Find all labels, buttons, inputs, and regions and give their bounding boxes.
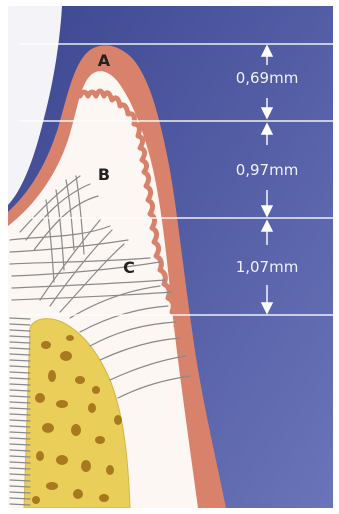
- bone-pore: [32, 496, 40, 504]
- region-label-c: C: [123, 258, 135, 277]
- bone-pore: [99, 494, 109, 502]
- bone-pore: [60, 351, 72, 361]
- bone-pore: [92, 386, 100, 394]
- bone-pore: [95, 436, 105, 444]
- bone-pore: [71, 424, 81, 436]
- measurement-label-2: 0,97mm: [236, 161, 299, 179]
- bone-pore: [106, 465, 114, 475]
- bone-pore: [46, 482, 58, 490]
- bone-pore: [88, 403, 96, 413]
- bone-pore: [114, 415, 122, 425]
- bone-pore: [73, 489, 83, 499]
- bone-pore: [41, 341, 51, 349]
- bone-pore: [56, 455, 68, 465]
- bone-pore: [35, 393, 45, 403]
- bone-pore: [66, 335, 74, 341]
- bone-pore: [48, 370, 56, 382]
- bone-pore: [36, 451, 44, 461]
- measurement-label-1: 0,69mm: [236, 69, 299, 87]
- bone-pore: [56, 400, 68, 408]
- region-label-b: B: [98, 165, 110, 184]
- bone-pore: [42, 423, 54, 433]
- measurement-label-3: 1,07mm: [236, 258, 299, 276]
- region-label-a: A: [98, 51, 111, 70]
- bone-pore: [81, 460, 91, 472]
- bone-pore: [75, 376, 85, 384]
